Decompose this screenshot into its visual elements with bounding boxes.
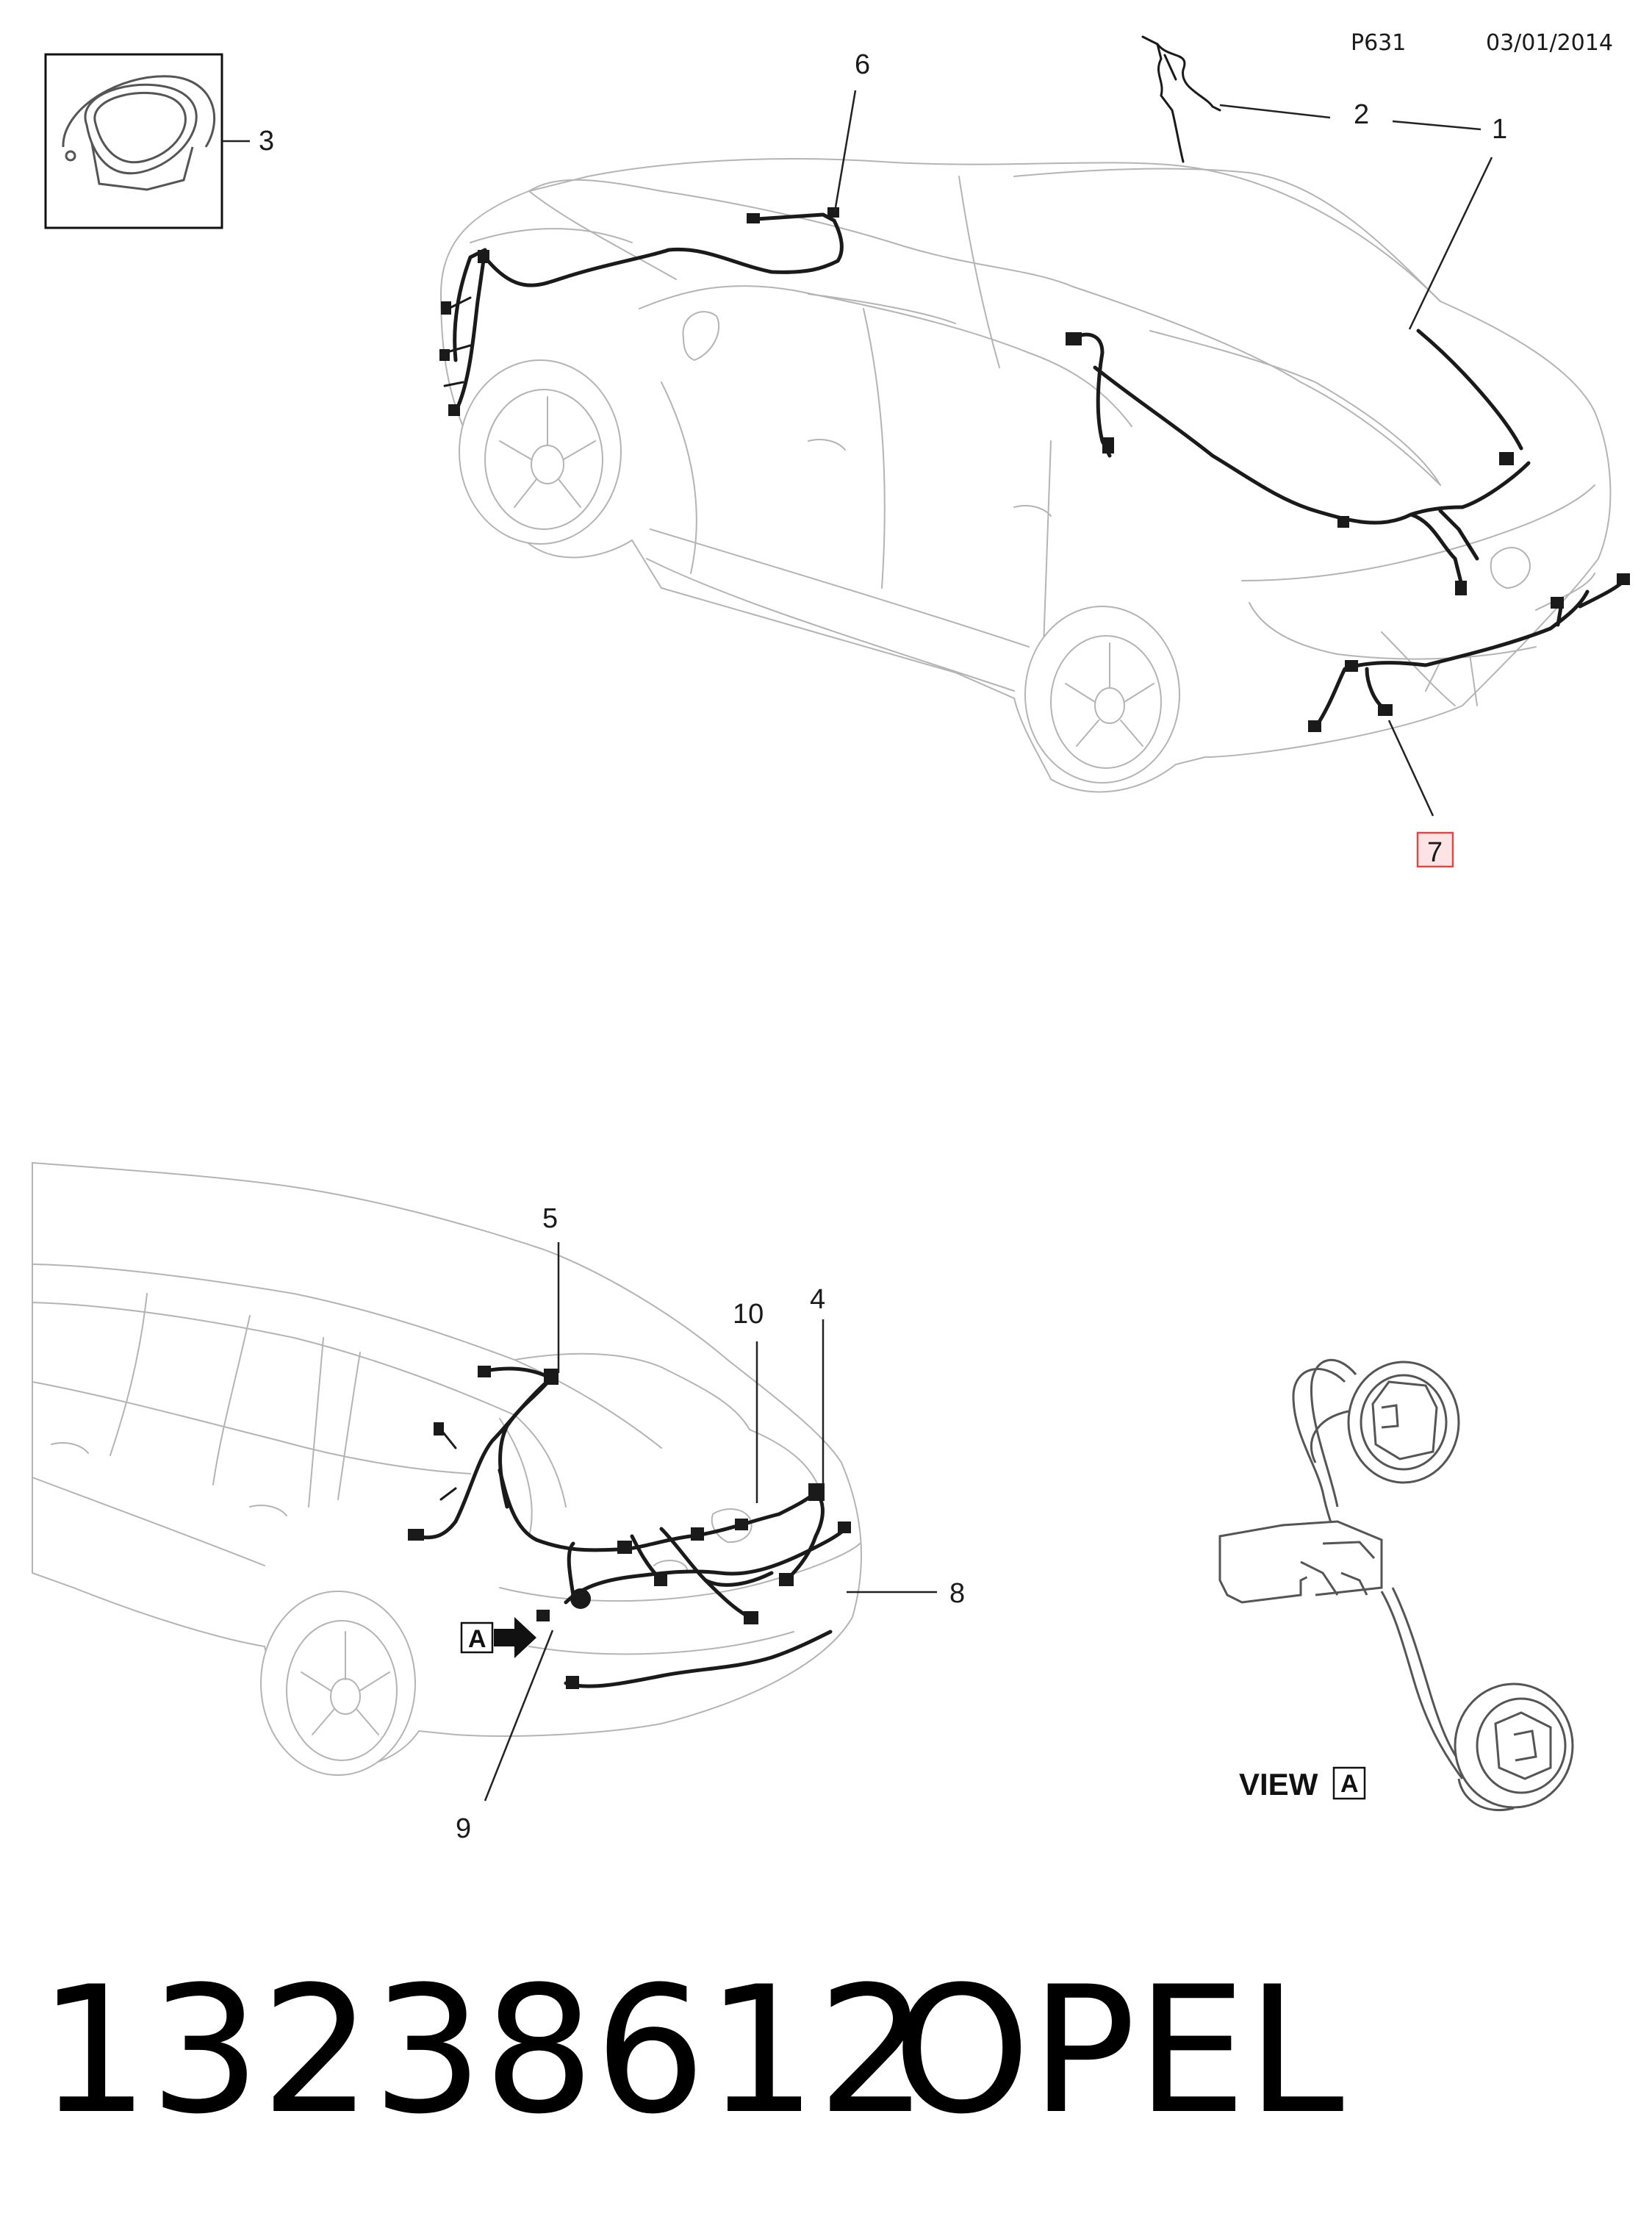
harness-8-9-bumper: [536, 1521, 851, 1689]
leader-6: [833, 90, 857, 212]
lower-lamp-socket: [1454, 1682, 1574, 1812]
brand-name: OPEL: [893, 1949, 1344, 2153]
wagon-car-outline: [32, 1161, 862, 1776]
arrow-icon: [494, 1617, 536, 1658]
sedan-car-outline: [439, 158, 1612, 793]
diagram-date: 03/01/2014: [1486, 30, 1613, 56]
callout-8: 8: [949, 1578, 965, 1609]
callout-7: 7: [1427, 837, 1443, 868]
callout-2: 2: [1354, 99, 1369, 130]
page-code: P631: [1351, 30, 1406, 56]
grommet-inset: 3: [44, 53, 274, 229]
connector-block: [1218, 1520, 1383, 1604]
callout-9: 9: [456, 1813, 471, 1844]
front-wheel: [459, 359, 622, 545]
harness-7-rear-bumper: [1308, 573, 1630, 732]
harness-10-4-tailgate: [498, 1468, 825, 1624]
callout-10: 10: [733, 1299, 764, 1330]
leader-9: [484, 1630, 554, 1802]
wagon-rear-wheel: [260, 1591, 416, 1776]
leader-2: [1219, 104, 1331, 119]
grommet-part: [62, 75, 216, 191]
view-label: VIEW: [1239, 1767, 1318, 1802]
callout-6: 6: [855, 49, 870, 80]
callout-1: 1: [1492, 114, 1507, 145]
callout-5: 5: [542, 1203, 558, 1234]
callout-4: 4: [810, 1284, 825, 1315]
part-number: 13238612: [38, 1949, 928, 2153]
leader-7: [1387, 720, 1434, 817]
view-label-letter: A: [1340, 1770, 1359, 1798]
harness-1-rear-roof: [1066, 329, 1531, 595]
harness-6-front-roof: [439, 207, 844, 416]
view-a-detail: VIEW A: [1218, 1358, 1574, 1812]
upper-lamp-socket: [1310, 1361, 1460, 1484]
view-a-marker: A: [460, 1617, 536, 1658]
view-a-marker-letter: A: [468, 1625, 486, 1653]
callout-3: 3: [259, 126, 274, 157]
leader-1-b: [1408, 157, 1493, 330]
leader-1-a: [1392, 120, 1482, 131]
rear-wheel: [1024, 606, 1180, 784]
callout-7-highlight: 7: [1416, 831, 1454, 868]
harness-2-loose: [1141, 35, 1221, 163]
